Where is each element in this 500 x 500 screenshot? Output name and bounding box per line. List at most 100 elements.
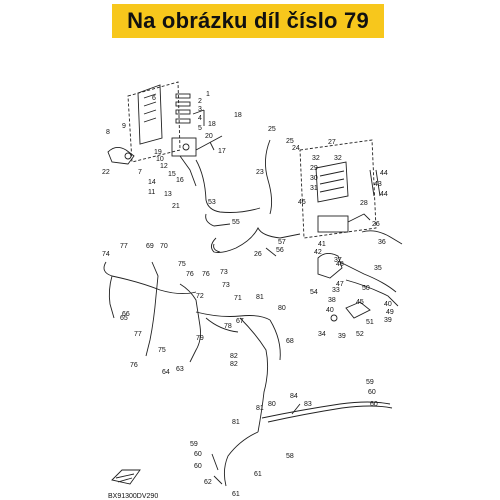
screws-44 (369, 169, 381, 197)
callout-26a: 26 (254, 251, 262, 258)
callout-labels: 1 2 3 4 5 6 7 8 9 10 11 12 13 14 15 16 1… (102, 91, 394, 500)
callout-17: 17 (218, 148, 226, 155)
hose-74 (103, 261, 197, 295)
callout-67: 67 (236, 318, 244, 325)
callout-46: 46 (298, 199, 306, 206)
callout-1: 1 (206, 91, 210, 98)
front-arrow-icon (111, 469, 141, 485)
callout-45: 45 (356, 299, 364, 306)
mount-bolt-line (179, 155, 197, 187)
bolt-34 (330, 314, 338, 322)
callout-51: 51 (366, 319, 374, 326)
cylinder-port (182, 143, 190, 151)
master-cylinder-body (171, 137, 197, 157)
handle-36 (361, 230, 403, 245)
callout-61b: 61 (232, 491, 240, 498)
bracket-54 (317, 253, 343, 279)
callout-35: 35 (374, 265, 382, 272)
callout-18a: 18 (234, 112, 242, 119)
hose-53 (195, 159, 261, 213)
reservoir-29 (315, 161, 349, 203)
callout-2: 2 (198, 98, 202, 105)
callout-39a: 39 (338, 333, 346, 340)
diagram-code: BX91300DV290 (108, 493, 158, 500)
callout-81c: 81 (232, 419, 240, 426)
hose-66 (108, 275, 115, 319)
callout-76b: 76 (130, 362, 138, 369)
callout-11: 11 (148, 189, 155, 196)
callout-20: 20 (205, 133, 213, 140)
callout-68: 68 (286, 338, 294, 345)
callout-26b: 26 (372, 221, 380, 228)
callout-71: 71 (234, 295, 242, 302)
callout-54: 54 (310, 289, 318, 296)
callout-82b: 82 (230, 361, 238, 368)
callout-77b: 77 (134, 331, 142, 338)
callout-60c: 60 (194, 451, 202, 458)
callout-65: 65 (120, 315, 128, 322)
callout-12: 12 (160, 163, 168, 170)
callout-81b: 81 (256, 405, 264, 412)
hose-55-inner (213, 243, 221, 253)
callout-48: 48 (336, 261, 344, 268)
callout-25a: 25 (268, 126, 276, 133)
callout-4: 4 (198, 115, 202, 122)
callout-76a: 76 (202, 271, 210, 278)
hose-61 (223, 431, 259, 487)
callout-38: 38 (328, 297, 336, 304)
hose-53-end (205, 213, 231, 227)
callout-62: 62 (204, 479, 212, 486)
callout-79: 79 (196, 335, 204, 342)
callout-44b: 44 (380, 191, 388, 198)
callout-76c: 76 (186, 271, 194, 278)
reservoir-ribs (143, 93, 157, 123)
lever-mount (347, 213, 371, 223)
callout-30: 30 (310, 175, 318, 182)
callout-6: 6 (152, 95, 156, 102)
callout-77a: 77 (120, 243, 128, 250)
callout-16: 16 (176, 177, 184, 184)
switch-bolt (124, 152, 132, 160)
callout-61a: 61 (254, 471, 262, 478)
hose-23 (265, 139, 273, 215)
plate-3 (175, 101, 191, 107)
hose-79 (179, 283, 201, 363)
hose-77 (145, 261, 159, 357)
callout-81a: 81 (256, 294, 264, 301)
callout-84: 84 (290, 393, 298, 400)
left-group-box (127, 81, 181, 163)
callout-31: 31 (310, 185, 318, 192)
callout-55: 55 (232, 219, 240, 226)
callout-80a: 80 (278, 305, 286, 312)
callout-83: 83 (304, 401, 312, 408)
callout-56: 56 (276, 247, 284, 254)
callout-32b: 32 (334, 155, 342, 162)
callout-59b: 59 (190, 441, 198, 448)
callout-74: 74 (102, 251, 110, 258)
bracket-51 (345, 301, 371, 319)
fitting-57 (265, 247, 277, 257)
callout-5: 5 (198, 125, 202, 132)
clip-18 (192, 109, 205, 126)
callout-75b: 75 (158, 347, 166, 354)
callout-10: 10 (156, 156, 164, 163)
lever-50 (345, 279, 399, 307)
callout-69: 69 (146, 243, 154, 250)
callout-78: 78 (224, 323, 232, 330)
hose-58-b (267, 405, 393, 423)
fitting-62 (211, 453, 223, 485)
callout-15: 15 (168, 171, 176, 178)
gasket-2 (175, 93, 191, 99)
callout-43: 43 (374, 181, 382, 188)
callout-44a: 44 (380, 170, 388, 177)
callout-37: 37 (334, 257, 342, 264)
hose-55 (211, 226, 301, 253)
hose-68 (269, 319, 281, 361)
callout-53: 53 (208, 199, 216, 206)
reservoir-bracket (137, 84, 163, 145)
callout-19: 19 (154, 149, 162, 156)
callout-23: 23 (256, 169, 264, 176)
callout-33: 33 (332, 287, 340, 294)
lever-38 (339, 261, 397, 293)
callout-21: 21 (172, 203, 180, 210)
